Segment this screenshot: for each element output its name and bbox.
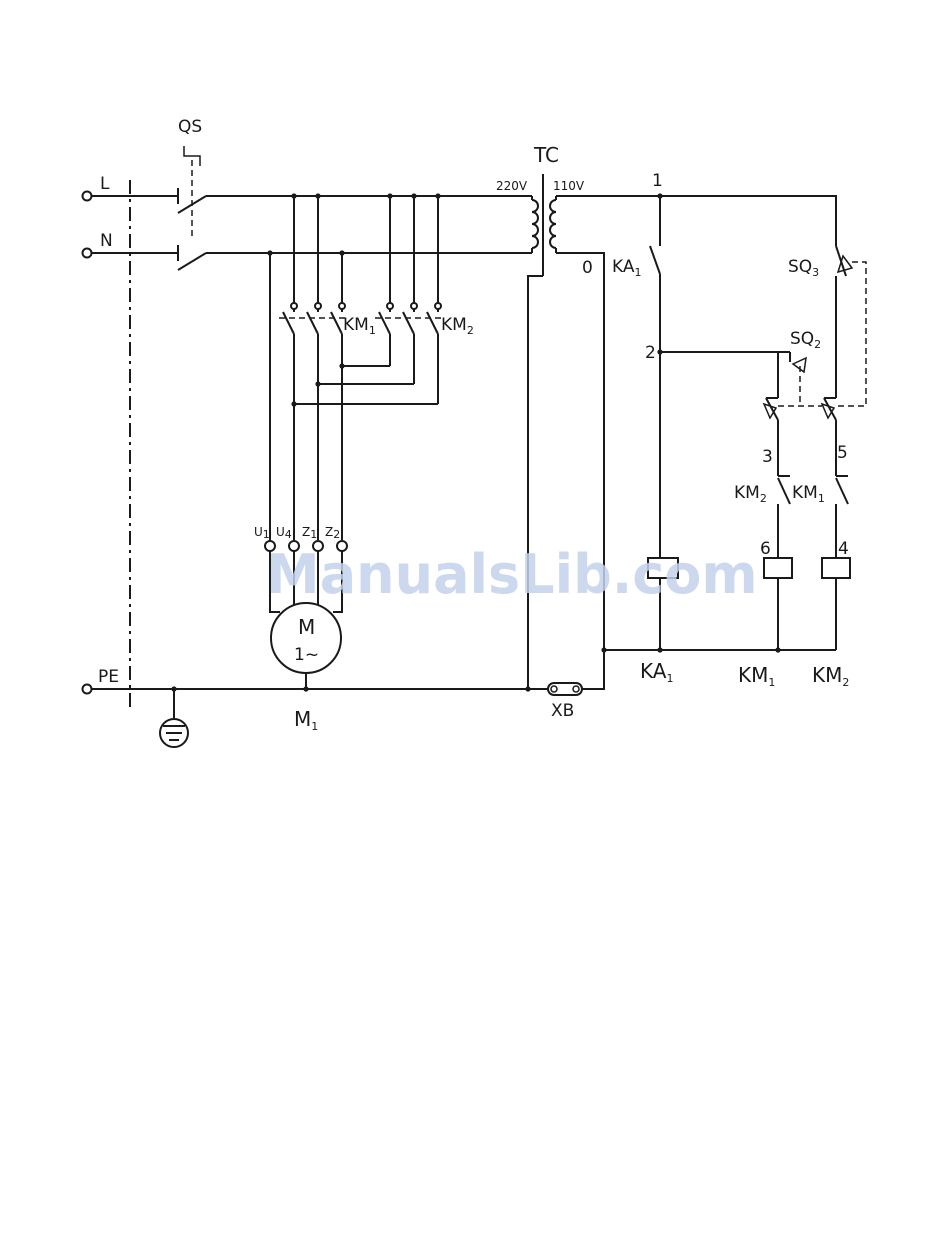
terminal-pe [83, 685, 92, 694]
reversing-crossover [291, 334, 438, 540]
switch-qs: QS [178, 117, 206, 270]
label-node-1: 1 [652, 171, 663, 191]
label-u4: U4 [276, 525, 292, 541]
label-node-2: 2 [645, 343, 656, 363]
label-220v: 220V [496, 179, 528, 193]
label-sq3: SQ3 [788, 257, 819, 279]
label-ka1-contact: KA1 [612, 257, 641, 279]
motor-phase: 1~ [294, 645, 319, 665]
coil-km1 [764, 558, 792, 578]
label-u1: U1 [254, 525, 270, 541]
watermark: ManualsLib.com [266, 543, 758, 606]
label-coil-ka1: KA1 [640, 659, 673, 685]
label-xb: XB [551, 701, 574, 721]
label-110v: 110V [553, 179, 585, 193]
sq-contacts-lower: 3 5 [762, 398, 848, 470]
label-qs: QS [178, 117, 202, 137]
branch-ka1: KA1 2 KA1 [612, 196, 678, 685]
label-tc: TC [533, 143, 559, 167]
label-n: N [100, 231, 113, 251]
label-pe: PE [98, 667, 119, 687]
label-node-0: 0 [582, 258, 593, 278]
label-sq2: SQ2 [790, 329, 821, 351]
power-contacts-km1: KM1 [279, 196, 376, 337]
limit-switch-sq2: SQ2 [778, 329, 822, 406]
label-coil-km1: KM1 [738, 663, 775, 689]
control-rail-1 [556, 196, 836, 246]
coil-km2 [822, 558, 850, 578]
label-z2: Z2 [325, 525, 340, 541]
label-z1: Z1 [302, 525, 317, 541]
terminal-n [83, 249, 92, 258]
label-node-4: 4 [838, 539, 849, 559]
branch-km2: KM1 4 KM2 [792, 470, 850, 689]
label-l: L [100, 174, 110, 194]
transformer-tc: TC 220V 110V [496, 143, 585, 276]
earth-symbol [160, 686, 188, 747]
label-km2-power: KM2 [441, 315, 474, 337]
power-contacts-km2: KM2 [375, 193, 474, 337]
terminal-l [83, 192, 92, 201]
label-coil-km2: KM2 [812, 663, 849, 689]
label-km1-nc: KM1 [792, 483, 825, 505]
motor-letter: M [298, 615, 315, 639]
motor-ref-label: M1 [294, 707, 318, 733]
label-km2-nc: KM2 [734, 483, 767, 505]
label-node-3: 3 [762, 447, 773, 467]
link-xb: XB [548, 683, 582, 721]
label-node-6: 6 [760, 539, 771, 559]
control-rail-0 [556, 253, 604, 689]
label-km1-power: KM1 [343, 315, 376, 337]
label-node-5: 5 [837, 443, 848, 463]
